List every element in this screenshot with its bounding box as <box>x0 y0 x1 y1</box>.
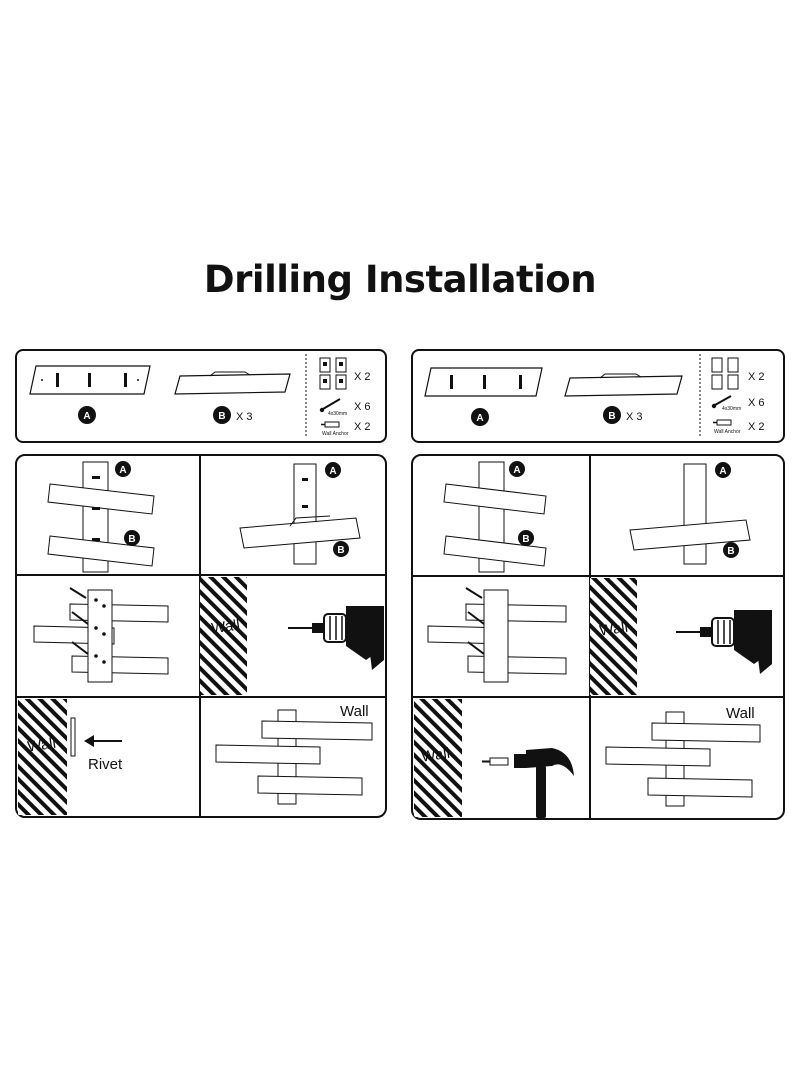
part-a-plate-right <box>424 367 543 397</box>
step-6-mounted-right: Wall <box>605 705 761 807</box>
step-5-hammer-anchor: Wall <box>414 699 574 818</box>
part-b-board <box>174 371 291 395</box>
wall-anchor-qty: X 2 <box>354 421 371 433</box>
svg-text:B: B <box>727 546 734 557</box>
part-b-qty: X 3 <box>236 411 253 423</box>
part-b-badge: B <box>213 406 231 424</box>
part-b-label-right: B <box>608 411 615 422</box>
wall-label-right: Wall <box>726 705 755 722</box>
parts-box-right <box>411 349 785 443</box>
step-2-slide-right: A B <box>629 462 751 565</box>
svg-text:Wall: Wall <box>420 745 451 766</box>
screw-size: 4x30mm <box>328 411 347 417</box>
svg-text:A: A <box>719 466 726 477</box>
wall-anchor-label-right: Wall Anchor <box>714 429 741 435</box>
part-a-label: A <box>83 411 90 422</box>
part-a-plate <box>29 365 151 395</box>
screw-size-right: 4x30mm <box>722 406 741 412</box>
wall-anchor-icon <box>482 757 509 766</box>
svg-text:A: A <box>513 465 520 476</box>
part-a-label-right: A <box>476 413 483 424</box>
right-instructions: A B X 3 X 2 4x30mm X 6 Wall Anchor X 2 <box>411 349 785 820</box>
hammer-icon <box>514 748 574 818</box>
wall-anchor-qty-right: X 2 <box>748 421 765 433</box>
part-b-board-right <box>564 373 683 397</box>
svg-text:Wall: Wall <box>210 617 241 638</box>
step-6-mounted: Wall <box>215 703 373 805</box>
svg-text:Wall: Wall <box>26 735 57 756</box>
wall-anchor-label: Wall Anchor <box>322 431 349 437</box>
bracket-clips <box>319 357 347 390</box>
svg-text:Wall: Wall <box>598 619 629 640</box>
svg-text:A: A <box>119 465 126 476</box>
step-3-screws <box>33 587 169 683</box>
step-4-drill: Wall <box>200 577 384 695</box>
arrow-left-icon <box>84 735 122 747</box>
svg-text:B: B <box>522 534 529 545</box>
step-4-drill-right: Wall <box>590 578 772 695</box>
svg-text:A: A <box>329 466 336 477</box>
clips-qty: X 2 <box>354 371 371 383</box>
part-b-qty-right: X 3 <box>626 411 643 423</box>
part-a-badge: A <box>78 406 96 424</box>
screw-icon <box>319 398 341 413</box>
step-1-assemble: A B <box>47 461 155 573</box>
wall-anchor-icon <box>321 421 340 428</box>
wall-anchor-icon <box>713 419 732 426</box>
drill-icon <box>676 610 772 674</box>
step-3-screws-right <box>427 587 567 683</box>
wall-label: Wall <box>340 703 369 720</box>
screw-qty: X 6 <box>354 401 371 413</box>
screw-qty-right: X 6 <box>748 397 765 409</box>
screw-icon <box>711 395 732 409</box>
step-1-assemble-right: A B <box>443 461 547 573</box>
svg-text:B: B <box>128 534 135 545</box>
drill-icon <box>288 606 384 670</box>
clips-qty-right: X 2 <box>748 371 765 383</box>
steps-box-right <box>411 454 785 820</box>
step-2-slide: A B <box>239 462 361 565</box>
step-5-rivet: Wall Rivet <box>18 699 123 815</box>
left-instructions: A B X 3 X 2 4x30mm X 6 <box>15 349 387 818</box>
page-title: Drilling Installation <box>203 258 597 301</box>
part-b-label: B <box>218 411 225 422</box>
parts-box-left <box>15 349 387 443</box>
svg-text:B: B <box>337 545 344 556</box>
rivet-label: Rivet <box>88 756 123 773</box>
